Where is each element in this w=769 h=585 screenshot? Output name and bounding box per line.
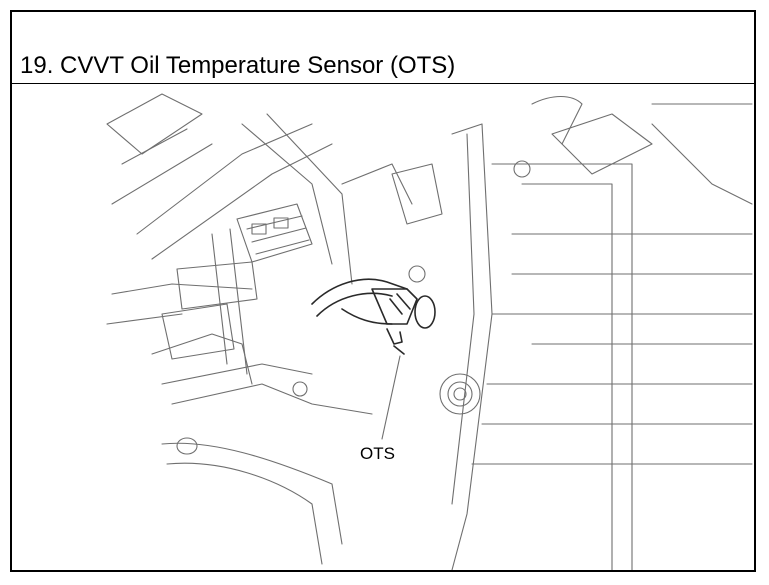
engine-illustration: OTS <box>12 84 754 570</box>
engine-block <box>341 95 753 570</box>
lower-hose <box>161 383 373 565</box>
connector-block <box>161 203 313 360</box>
bolts <box>292 160 531 415</box>
left-frame-lines <box>106 93 353 385</box>
callout-leader-line <box>381 355 401 440</box>
ots-callout: OTS <box>360 355 401 463</box>
line-drawing: OTS <box>106 93 753 570</box>
ots-sensor <box>311 278 436 355</box>
document-frame: 19. CVVT Oil Temperature Sensor (OTS) <box>10 10 756 572</box>
title-bar: 19. CVVT Oil Temperature Sensor (OTS) <box>12 12 754 84</box>
page-title: 19. CVVT Oil Temperature Sensor (OTS) <box>20 52 456 79</box>
ots-callout-label: OTS <box>360 444 395 463</box>
